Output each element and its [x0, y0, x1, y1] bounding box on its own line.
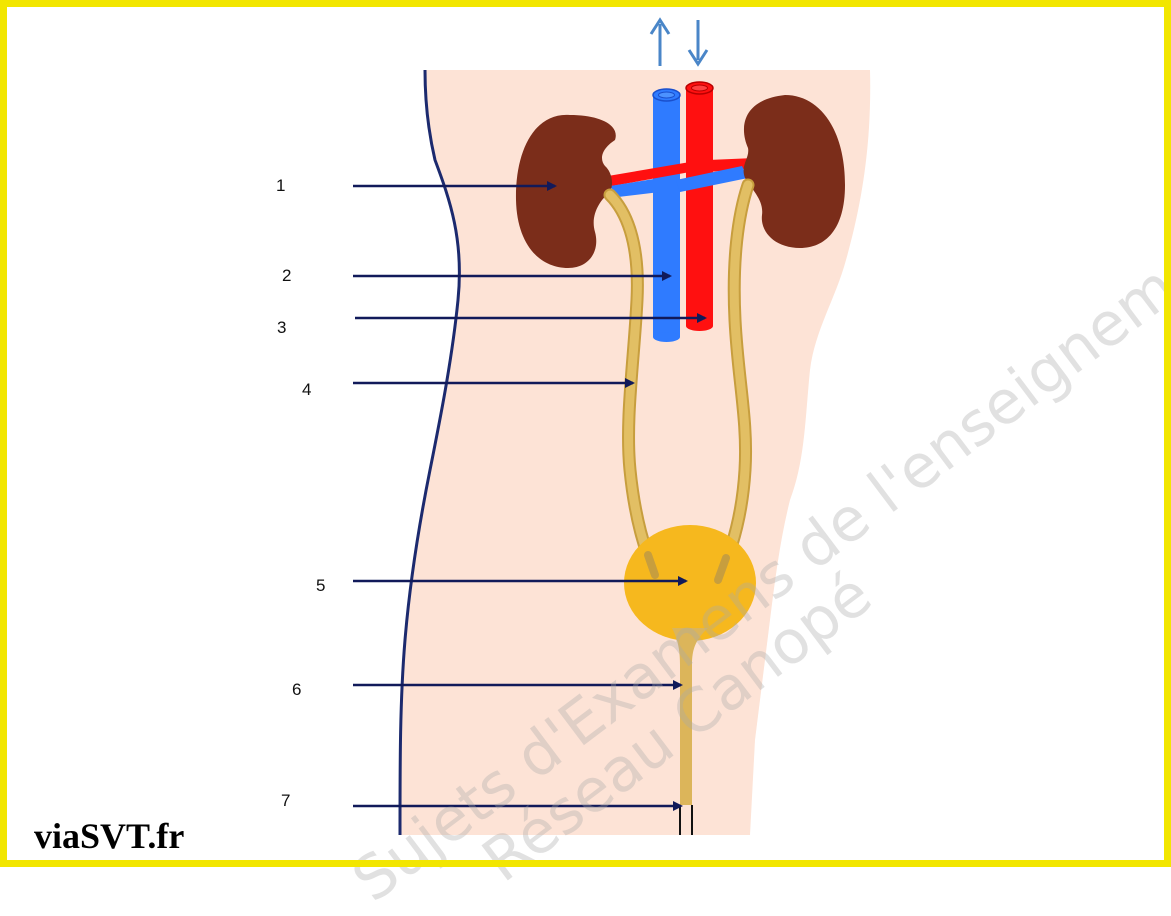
diagram: 1 2 3 4 5 6 7 Sujets d'Examens de l'ense… [0, 0, 1171, 867]
aorta [686, 82, 713, 331]
label-5: 5 [316, 576, 325, 596]
label-3: 3 [277, 318, 286, 338]
label-1: 1 [276, 176, 285, 196]
arrow-down-icon [689, 20, 707, 64]
label-6: 6 [292, 680, 301, 700]
vena-cava [653, 89, 680, 342]
label-2: 2 [282, 266, 291, 286]
arrow-up-icon [651, 20, 669, 66]
brand-logo-text: viaSVT.fr [34, 815, 184, 857]
label-7: 7 [281, 791, 290, 811]
label-4: 4 [302, 380, 311, 400]
